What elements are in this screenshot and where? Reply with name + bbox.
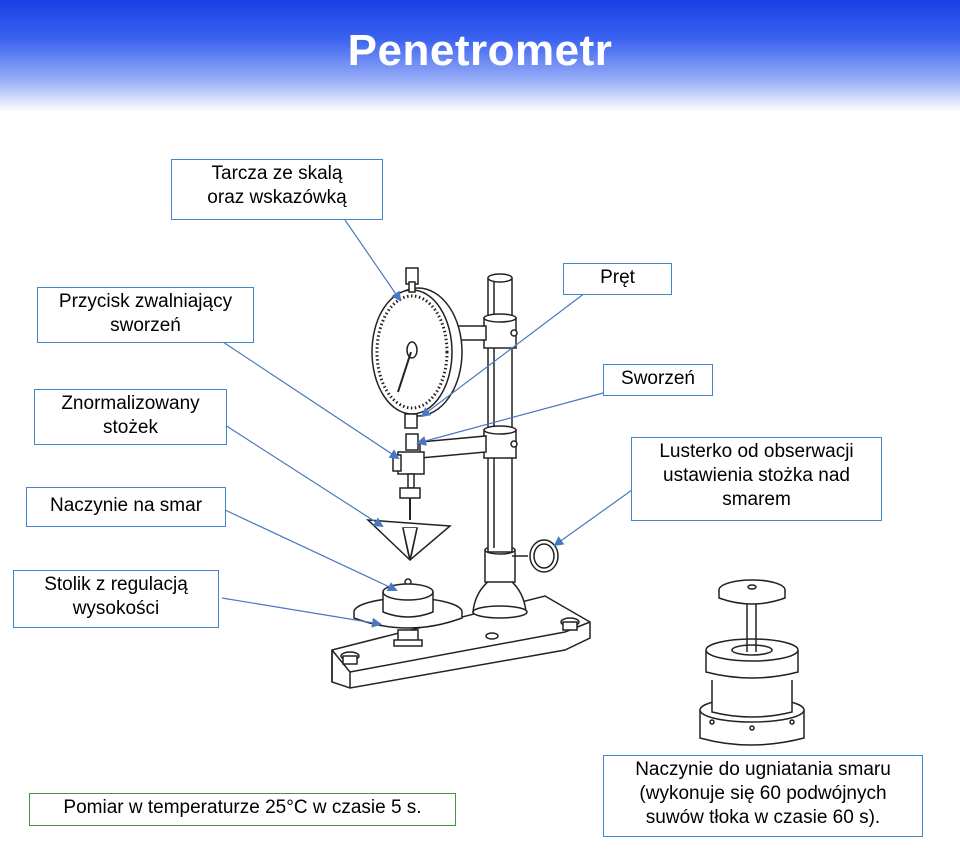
plunger	[392, 433, 425, 520]
penetrometer-apparatus	[331, 267, 591, 689]
measurement-note: Pomiar w temperaturze 25°C w czasie 5 s.	[29, 793, 456, 826]
pin-arrow	[416, 392, 604, 446]
label-rod: Pręt	[563, 263, 672, 295]
base-plate	[331, 578, 591, 689]
release-button-arrow	[219, 339, 400, 460]
label-worker-cup: Naczynie do ugniatania smaru (wykonuje s…	[603, 755, 923, 837]
mirror	[512, 539, 559, 573]
label-grease-cup: Naczynie na smar	[26, 487, 226, 527]
dial-arrow	[344, 219, 402, 302]
mirror-arrow	[553, 489, 633, 547]
title-banner: Penetrometr	[0, 0, 960, 112]
grease-worker-drawing	[699, 579, 805, 746]
page-title: Penetrometr	[347, 26, 613, 75]
label-release-button: Przycisk zwalniający sworzeń	[37, 287, 254, 343]
rod-arrow	[420, 292, 586, 418]
dial-gauge	[371, 267, 463, 429]
label-dial: Tarcza ze skalą oraz wskazówką	[171, 159, 383, 220]
label-pin: Sworzeń	[603, 364, 713, 396]
cone	[365, 519, 452, 562]
label-cone: Znormalizowany stożek	[34, 389, 227, 445]
column	[472, 273, 528, 619]
label-mirror: Lusterko od obserwacji ustawienia stożka…	[631, 437, 882, 521]
grease-cup-arrow	[224, 509, 398, 592]
grease-cup-drawing	[382, 583, 434, 618]
table-arrow	[221, 597, 382, 628]
label-table: Stolik z regulacją wysokości	[13, 570, 219, 628]
cone-arrow	[224, 424, 384, 528]
